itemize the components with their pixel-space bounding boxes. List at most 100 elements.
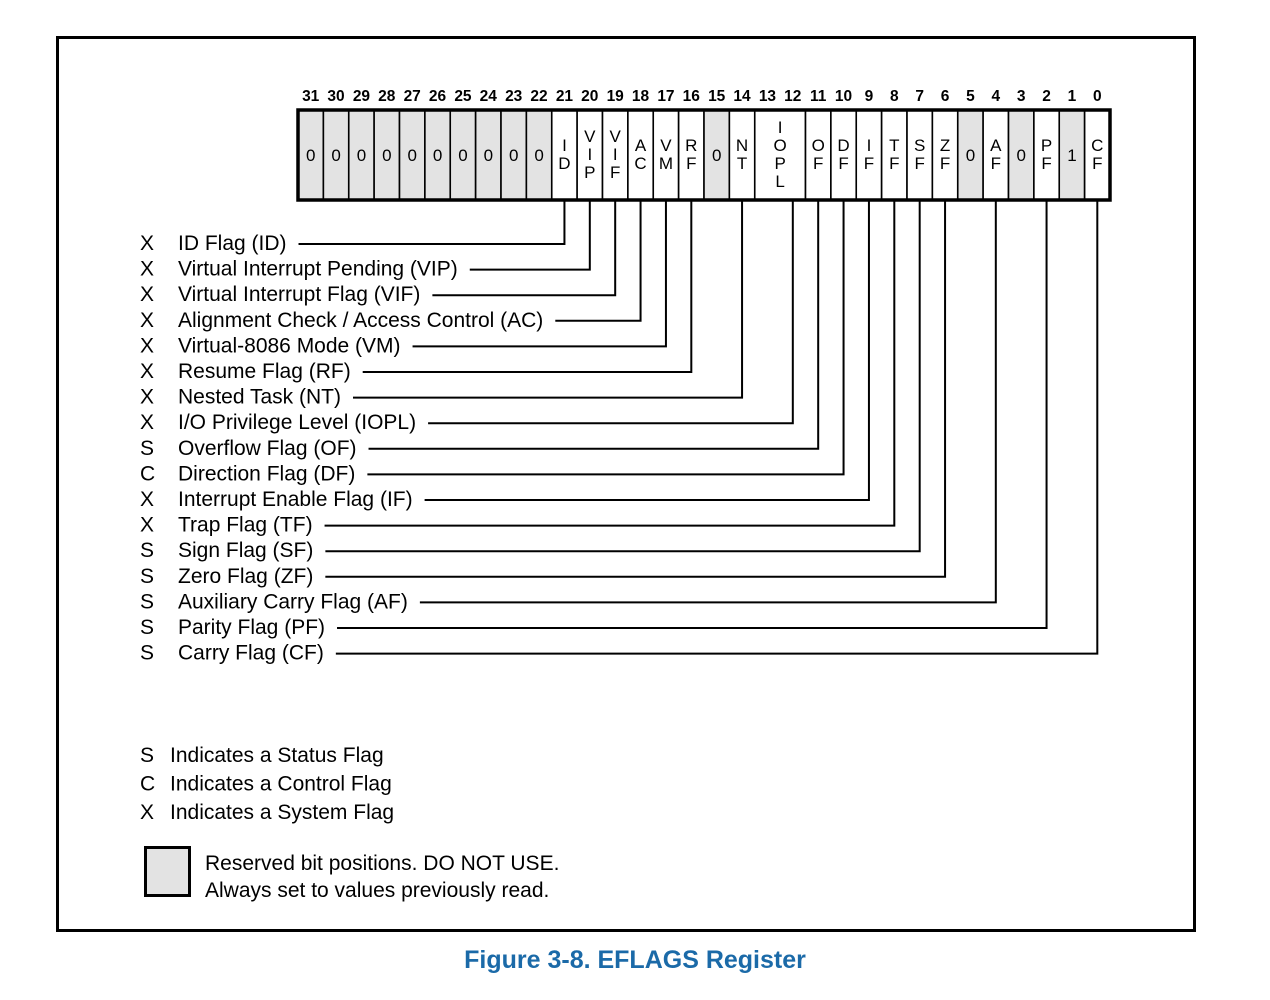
flag-leader-line bbox=[325, 200, 921, 553]
register-bit-cell: DF bbox=[830, 109, 858, 201]
register-bit-cell: 0 bbox=[449, 109, 477, 201]
flag-kind-letter: C bbox=[140, 462, 155, 485]
bit-number: 13 bbox=[759, 88, 777, 105]
flag-kind-letter: X bbox=[140, 360, 154, 383]
bit-cell-value-char: P bbox=[774, 154, 785, 173]
register-bit-cell: 0 bbox=[474, 109, 502, 201]
reserved-note-line-1: Reserved bit positions. DO NOT USE. bbox=[205, 852, 559, 875]
flag-kind-letter: X bbox=[140, 309, 154, 332]
bit-number: 23 bbox=[505, 88, 523, 105]
bit-cell-value-char: F bbox=[914, 154, 924, 173]
bit-number: 27 bbox=[404, 88, 421, 105]
flag-leader-line bbox=[353, 200, 744, 399]
bit-cell-value-char: V bbox=[610, 127, 622, 146]
flag-bit-cell bbox=[627, 109, 655, 201]
register-bit-cell: VIF bbox=[601, 109, 629, 201]
flag-label-text: Trap Flag (TF) bbox=[178, 514, 313, 537]
flag-leader-line bbox=[419, 200, 997, 604]
register-bit-cell: ID bbox=[550, 109, 578, 201]
bit-cell-value-char: Z bbox=[940, 136, 950, 155]
register-bit-cell: TF bbox=[880, 109, 908, 201]
bit-cell-value-char: I bbox=[778, 118, 783, 137]
bit-number: 8 bbox=[890, 88, 899, 105]
bit-cell-value: 0 bbox=[712, 146, 721, 165]
register-bit-cell: 0 bbox=[1007, 109, 1035, 201]
flag-kind-letter: S bbox=[140, 642, 154, 665]
bit-cell-value-char: M bbox=[659, 154, 673, 173]
register-bit-cell: 1 bbox=[1058, 109, 1086, 201]
flag-kind-letter: S bbox=[140, 616, 154, 639]
legend-kind-letter: X bbox=[140, 801, 154, 824]
flag-kind-letter: X bbox=[140, 283, 154, 306]
bit-cell-value: 0 bbox=[357, 146, 366, 165]
leader-lines-group bbox=[298, 200, 1099, 655]
flag-leader-line bbox=[325, 200, 947, 578]
legend-kind-letter: C bbox=[140, 773, 155, 796]
bit-cell-value: 0 bbox=[966, 146, 975, 165]
register-bit-cell: AF bbox=[982, 109, 1010, 201]
reserved-bit-cell bbox=[956, 109, 984, 201]
flag-label-text: Overflow Flag (OF) bbox=[178, 437, 357, 460]
bit-cell-value-char: P bbox=[1041, 136, 1052, 155]
bit-cell-value-char: C bbox=[634, 154, 646, 173]
reserved-swatch bbox=[144, 846, 191, 897]
bit-cell-value-char: F bbox=[838, 154, 848, 173]
bit-cell-value: 1 bbox=[1067, 146, 1076, 165]
bit-number: 7 bbox=[915, 88, 924, 105]
flag-label-text: Auxiliary Carry Flag (AF) bbox=[178, 590, 408, 613]
reserved-note-group: Reserved bit positions. DO NOT USE.Alway… bbox=[144, 846, 559, 902]
flag-kind-letter: S bbox=[140, 565, 154, 588]
bit-cell-value-char: O bbox=[774, 136, 787, 155]
bit-number: 28 bbox=[378, 88, 396, 105]
flag-kind-letter: S bbox=[140, 539, 154, 562]
flag-bit-cell bbox=[931, 109, 959, 201]
legend-kind-text: Indicates a System Flag bbox=[170, 801, 394, 824]
flag-leader-line bbox=[324, 200, 896, 527]
register-bit-cell: 0 bbox=[297, 109, 325, 201]
flag-label-text: Alignment Check / Access Control (AC) bbox=[178, 309, 543, 332]
reserved-bit-cell bbox=[449, 109, 477, 201]
flag-kind-letter: X bbox=[140, 232, 154, 255]
register-bit-cell: RF bbox=[677, 109, 705, 201]
bit-cell-value-char: O bbox=[812, 136, 825, 155]
flag-kind-letter: S bbox=[140, 437, 154, 460]
flag-bit-cell bbox=[855, 109, 883, 201]
bit-number: 31 bbox=[302, 88, 320, 105]
register-bit-cell: 0 bbox=[424, 109, 452, 201]
bit-number: 26 bbox=[429, 88, 447, 105]
flag-leader-line bbox=[337, 200, 1048, 629]
register-bit-cell: CF bbox=[1083, 109, 1111, 201]
flag-kind-letter: S bbox=[140, 590, 154, 613]
flag-kind-letter: X bbox=[140, 488, 154, 511]
flag-label-text: Direction Flag (DF) bbox=[178, 462, 355, 485]
bit-cell-value-char: S bbox=[914, 136, 925, 155]
legend-kind-text: Indicates a Status Flag bbox=[170, 744, 384, 767]
bit-number: 12 bbox=[784, 88, 801, 105]
bit-cell-value: 0 bbox=[458, 146, 467, 165]
bit-number: 0 bbox=[1093, 88, 1102, 105]
flag-kind-letter: X bbox=[140, 334, 154, 357]
register-frame bbox=[296, 108, 1112, 202]
bit-number: 9 bbox=[865, 88, 874, 105]
bit-cell-value-char: F bbox=[889, 154, 899, 173]
register-bit-cell: 0 bbox=[703, 109, 731, 201]
bit-cell-value-char: F bbox=[813, 154, 823, 173]
bit-cell-value-char: L bbox=[775, 172, 784, 191]
flag-leader-line bbox=[424, 200, 870, 501]
register-bit-cell: VM bbox=[652, 109, 680, 201]
register-bit-cell: 0 bbox=[500, 109, 528, 201]
bit-cell-value-char: T bbox=[737, 154, 747, 173]
bit-number: 2 bbox=[1042, 88, 1051, 105]
bit-number: 19 bbox=[607, 88, 625, 105]
flag-leader-line bbox=[555, 200, 642, 322]
bit-cell-value-char: F bbox=[991, 154, 1001, 173]
bit-number: 18 bbox=[632, 88, 650, 105]
bit-number: 25 bbox=[454, 88, 472, 105]
bit-cell-value: 0 bbox=[433, 146, 442, 165]
flag-leader-line bbox=[412, 200, 667, 348]
